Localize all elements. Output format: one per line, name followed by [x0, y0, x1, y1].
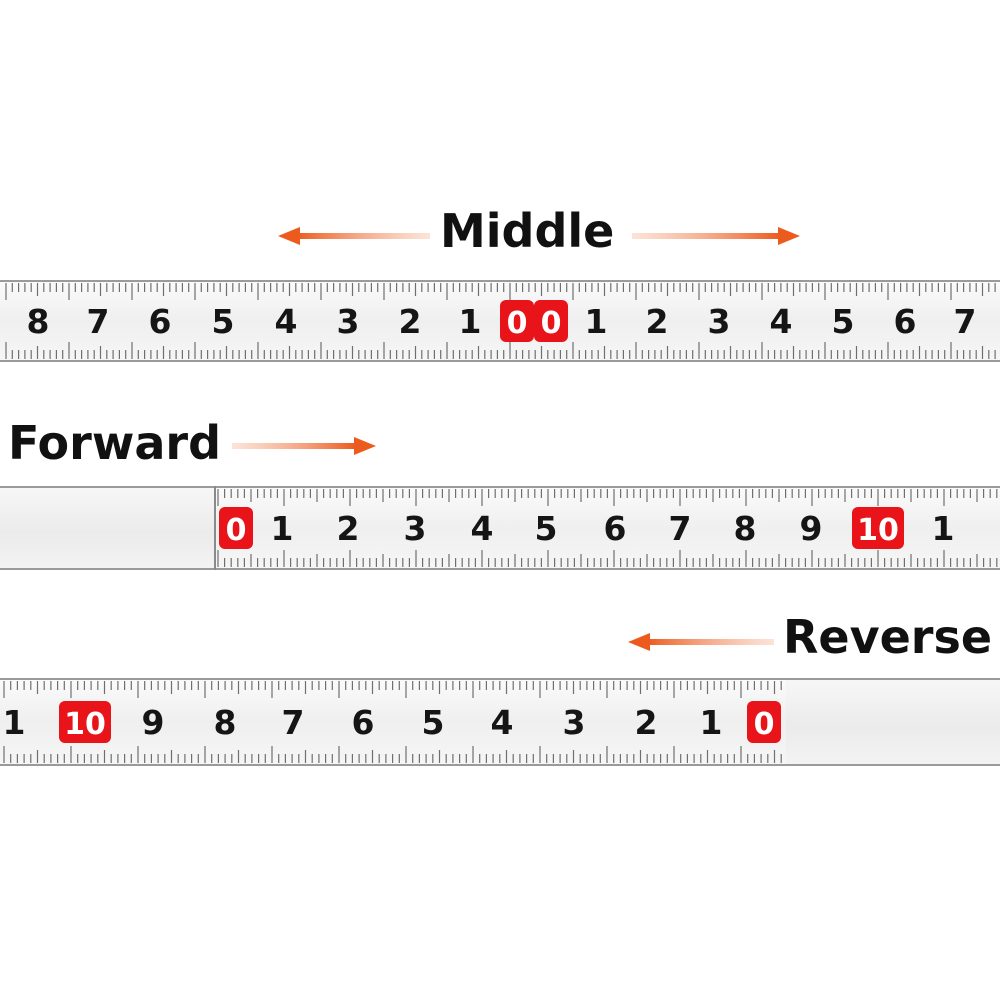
scale-number: 8 [214, 703, 237, 742]
tape-surface [0, 678, 788, 766]
scale-number: 6 [352, 703, 375, 742]
scale-number: 6 [894, 302, 917, 341]
zero-marker-box [747, 701, 781, 743]
tick-marks [3, 681, 788, 763]
blank-tape-section [786, 678, 1000, 766]
scale-number: 8 [27, 302, 50, 341]
right-arrow-icon [232, 434, 376, 458]
scale-number: 7 [87, 302, 110, 341]
zero-marker-box [852, 507, 904, 549]
scale-number: 5 [212, 302, 235, 341]
scale-number: 7 [282, 703, 305, 742]
highlighted-number: 10 [857, 513, 899, 548]
blank-tape-section [0, 486, 216, 570]
scale-number: 1 [271, 509, 294, 548]
left-arrow-icon [278, 224, 430, 248]
scale-number: 8 [734, 509, 757, 548]
scale-number: 9 [800, 509, 823, 548]
scale-number: 4 [770, 302, 793, 341]
scale-number: 3 [337, 302, 360, 341]
scale-number: 3 [708, 302, 731, 341]
highlighted-number: 0 [507, 306, 528, 341]
tick-marks [5, 283, 996, 359]
highlighted-number: 10 [64, 707, 106, 742]
left-arrow-icon [628, 630, 774, 654]
zero-marker-box [59, 701, 111, 743]
scale-number: 1 [700, 703, 723, 742]
forward-label: Forward [8, 416, 221, 470]
middle-label: Middle [440, 204, 615, 258]
scale-number: 3 [404, 509, 427, 548]
zero-marker-box [534, 300, 568, 342]
scale-number: 4 [275, 302, 298, 341]
scale-number: 3 [563, 703, 586, 742]
scale-number: 5 [535, 509, 558, 548]
scale-number: 9 [142, 703, 165, 742]
scale-number: 1 [932, 509, 955, 548]
tick-marks [217, 489, 998, 567]
scale-number: 5 [832, 302, 855, 341]
highlighted-number: 0 [226, 513, 247, 548]
zero-marker-box [500, 300, 534, 342]
zero-marker-box [219, 507, 253, 549]
scale-number: 2 [337, 509, 360, 548]
scale-number: 7 [669, 509, 692, 548]
scale-number: 1 [585, 302, 608, 341]
right-arrow-icon [632, 224, 800, 248]
reverse-label: Reverse [783, 610, 993, 664]
highlighted-number: 0 [754, 707, 775, 742]
scale-number: 1 [3, 703, 26, 742]
scale-number: 2 [399, 302, 422, 341]
scale-number: 2 [635, 703, 658, 742]
highlighted-number: 0 [541, 306, 562, 341]
scale-number: 1 [459, 302, 482, 341]
scale-number: 2 [646, 302, 669, 341]
scale-number: 6 [604, 509, 627, 548]
scale-number: 4 [491, 703, 514, 742]
scale-number: 4 [471, 509, 494, 548]
scale-number: 6 [149, 302, 172, 341]
scale-number: 7 [954, 302, 977, 341]
scale-number: 5 [422, 703, 445, 742]
